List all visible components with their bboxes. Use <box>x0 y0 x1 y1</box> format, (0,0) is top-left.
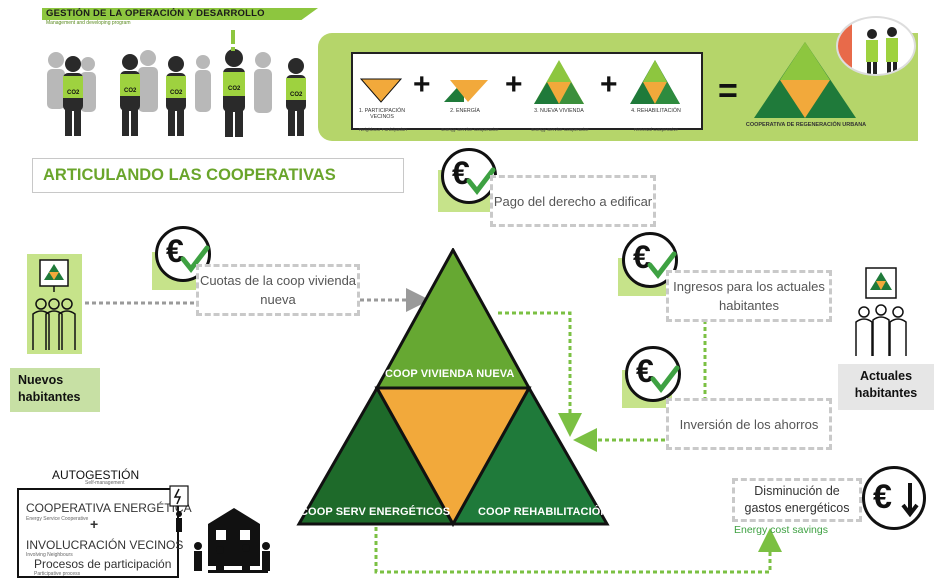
coop-energetica-label: COOPERATIVA ENERGÉTICA <box>26 501 192 515</box>
plus-sign-1: + <box>413 68 431 101</box>
plus-sign-3: + <box>600 68 618 101</box>
autogestion-title: AUTOGESTIÓN <box>52 468 140 482</box>
crowd-illustration: CO2 CO2 CO2 CO2 CO2 <box>47 30 336 137</box>
new-housing-triangle-icon <box>534 60 584 104</box>
family-house-illustration <box>169 485 270 573</box>
autogestion-plus: + <box>90 516 99 532</box>
coop-rehabilitacion-label: COOP REHABILITACIÓN <box>478 506 609 518</box>
formula-item-2-sub: Energy Service Cooperative <box>441 127 499 132</box>
formula-item-4-label: 4. REHABILITACIÓN <box>631 108 681 114</box>
autogestion-box <box>17 488 179 578</box>
cuotas-box: Cuotas de la coop vivienda nueva <box>196 264 360 316</box>
euro-check-icon-4: € <box>625 346 681 402</box>
people-badge-5: CO2 <box>290 92 303 98</box>
formula-item-4-sub: Renewal Cooperative <box>634 127 678 132</box>
cooperatives-triangle <box>296 248 610 528</box>
people-badge-4: CO2 <box>228 86 241 92</box>
equals-sign: = <box>718 72 738 110</box>
formula-item-3-sub: Energy Service Cooperative <box>531 127 589 132</box>
team-photo-icon <box>836 16 916 76</box>
people-badge-3: CO2 <box>170 90 183 96</box>
current-residents-icon <box>855 267 907 356</box>
formula-item-2-label: 2. ENERGÍA <box>450 108 480 114</box>
euro-check-icon-1: € <box>441 148 497 204</box>
euro-down-icon: € <box>862 466 926 530</box>
inversion-box: Inversión de los ahorros <box>666 398 832 450</box>
disminucion-box: Disminución de gastos energéticos <box>732 478 862 522</box>
formula-item-1-label: 1. PARTICIPACIÓN VECINOS <box>358 108 406 120</box>
energy-savings-label: Energy cost savings <box>734 524 828 536</box>
new-residents-icon <box>32 259 76 350</box>
ingresos-box: Ingresos para los actuales habitantes <box>666 270 832 322</box>
coop-energeticos-label: COOP SERV ENERGÉTICOS <box>300 506 451 518</box>
formula-item-1-sub: Neighbour Participation <box>359 127 407 132</box>
formula-item-3-label: 3. NUEVA VIVIENDA <box>534 108 584 114</box>
nuevos-habitantes-label: Nuevos habitantes <box>10 368 100 412</box>
header-title: GESTIÓN DE LA OPERACIÓN Y DESARROLLO TEM… <box>42 8 318 20</box>
arrow-energeticos-disminucion <box>374 520 782 574</box>
section-title: ARTICULANDO LAS COOPERATIVAS <box>32 158 404 193</box>
actuales-habitantes-label: Actuales habitantes <box>838 364 934 410</box>
plus-sign-2: + <box>505 68 523 101</box>
procesos-label: Procesos de participación <box>34 557 172 571</box>
people-badge-2: CO2 <box>124 88 137 94</box>
involucracion-sub: Involving Neighbours <box>26 552 73 558</box>
pago-derecho-box: Pago del derecho a edificar <box>490 175 656 227</box>
header-subtitle: Management and developing program <box>46 20 131 26</box>
procesos-sub: Participative process <box>34 571 81 577</box>
renewal-triangle-icon <box>630 60 680 104</box>
involucracion-label: INVOLUCRACIÓN VECINOS <box>26 538 184 552</box>
formula-result-label: COOPERATIVA DE REGENERACIÓN URBANA <box>745 122 867 128</box>
people-badge-1: CO2 <box>67 90 80 96</box>
autogestion-subtitle: Self-management <box>85 480 125 486</box>
coop-energetica-sub: Energy Service Cooperative <box>26 516 89 522</box>
participation-triangle-icon <box>359 78 403 103</box>
coop-vivienda-label: COOP VIVIENDA NUEVA <box>385 368 515 380</box>
energy-triangle-icon <box>444 80 488 102</box>
arrow-vivienda-rehab <box>498 311 582 437</box>
euro-check-icon-3: € <box>622 232 678 288</box>
result-triangle-icon <box>754 42 856 118</box>
